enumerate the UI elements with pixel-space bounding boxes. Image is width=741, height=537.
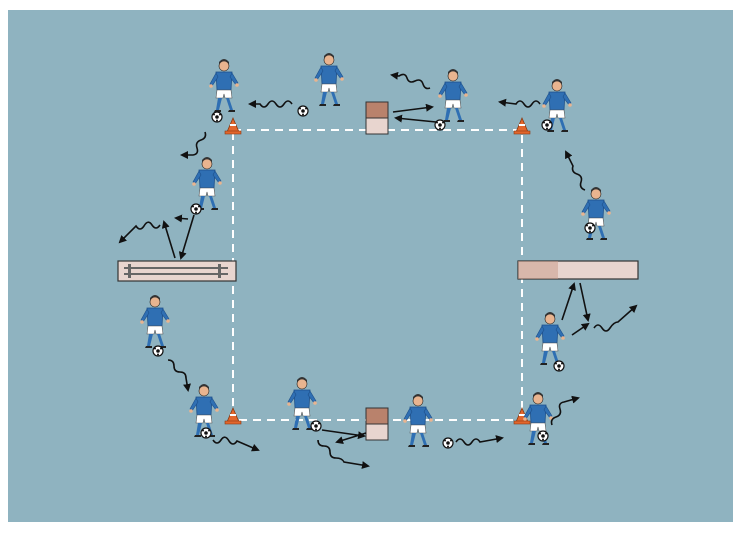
- rebound-board-icon: [118, 261, 236, 281]
- soccer-ball-icon: [212, 112, 222, 122]
- mini-board-icon: [366, 408, 388, 440]
- soccer-ball-icon: [542, 120, 552, 130]
- soccer-ball-icon: [201, 428, 211, 438]
- mini-board-icon: [366, 102, 388, 134]
- soccer-ball-icon: [585, 223, 595, 233]
- soccer-ball-icon: [443, 438, 453, 448]
- soccer-ball-icon: [298, 106, 308, 116]
- soccer-ball-icon: [191, 204, 201, 214]
- soccer-ball-icon: [538, 431, 548, 441]
- soccer-ball-icon: [311, 421, 321, 431]
- soccer-ball-icon: [153, 346, 163, 356]
- rebound-board-icon: [518, 261, 638, 279]
- soccer-ball-icon: [554, 361, 564, 371]
- pass-arrow-icon: [176, 218, 188, 219]
- soccer-ball-icon: [435, 120, 445, 130]
